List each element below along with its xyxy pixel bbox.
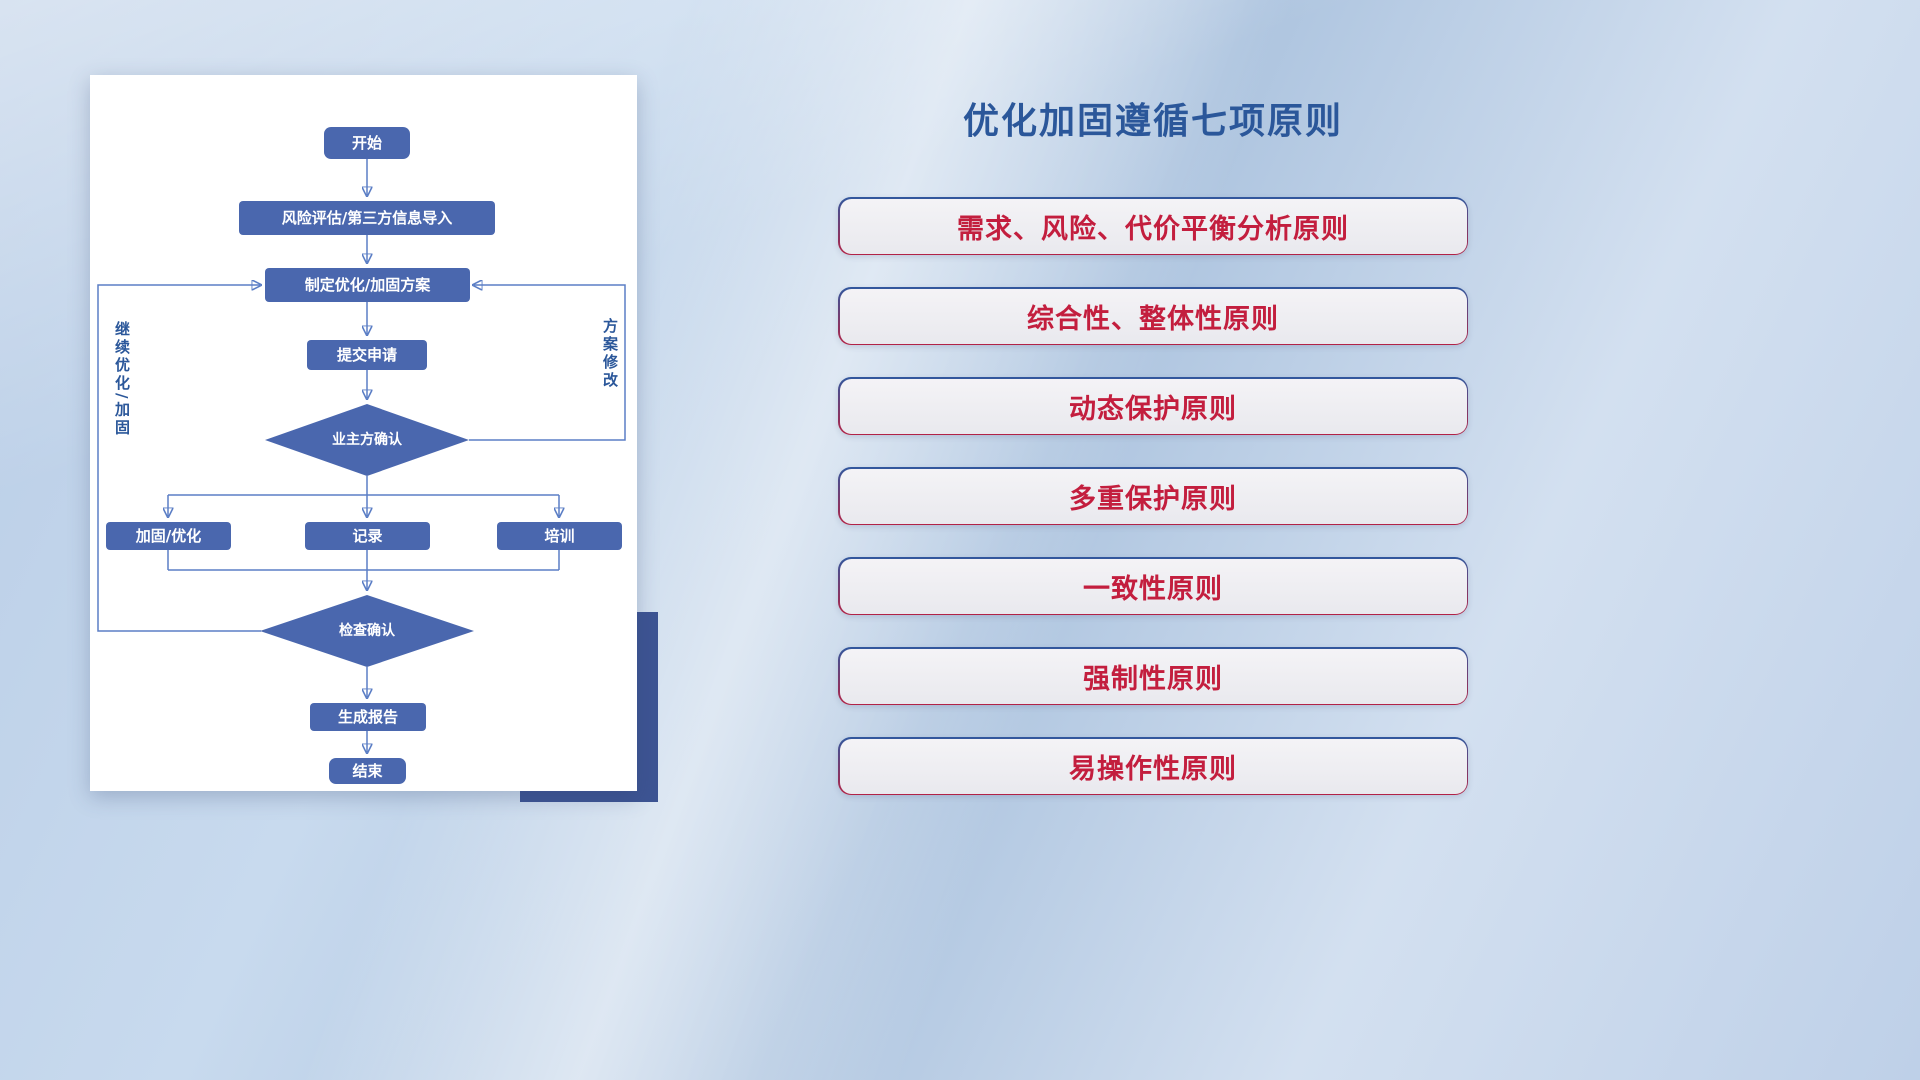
flow-node-training: 培训 [497,522,622,550]
principle-card: 易操作性原则 [838,737,1468,795]
flow-node-make-plan: 制定优化/加固方案 [265,268,470,302]
loop-label-continue-optimize: 继续优化/加固 [113,321,131,438]
principle-card: 动态保护原则 [838,377,1468,435]
principle-label: 强制性原则 [1083,663,1223,695]
principle-card: 多重保护原则 [838,467,1468,525]
flow-node-submit: 提交申请 [307,340,427,370]
principle-card: 需求、风险、代价平衡分析原则 [838,197,1468,255]
flow-node-risk-import: 风险评估/第三方信息导入 [239,201,495,235]
principles-list: 需求、风险、代价平衡分析原则 综合性、整体性原则 动态保护原则 多重保护原则 一… [838,197,1468,795]
flow-node-start: 开始 [324,127,410,159]
loop-label-plan-revision: 方案修改 [601,318,619,390]
flow-connectors [97,159,626,791]
principle-card: 一致性原则 [838,557,1468,615]
principle-label: 动态保护原则 [1069,393,1237,425]
flow-node-record: 记录 [305,522,430,550]
principle-label: 一致性原则 [1083,573,1223,605]
flow-node-end: 结束 [329,758,406,784]
principle-card: 强制性原则 [838,647,1468,705]
principle-label: 多重保护原则 [1069,483,1237,515]
principle-label: 需求、风险、代价平衡分析原则 [957,213,1349,245]
flow-node-harden-optimize: 加固/优化 [106,522,231,550]
principle-card: 综合性、整体性原则 [838,287,1468,345]
flowchart-card: 开始 风险评估/第三方信息导入 制定优化/加固方案 提交申请 业主方确认 加固/… [90,75,637,791]
principle-label: 易操作性原则 [1069,753,1237,785]
flow-node-report: 生成报告 [310,703,426,731]
principles-title: 优化加固遵循七项原则 [962,101,1343,142]
principle-label: 综合性、整体性原则 [1027,303,1279,335]
